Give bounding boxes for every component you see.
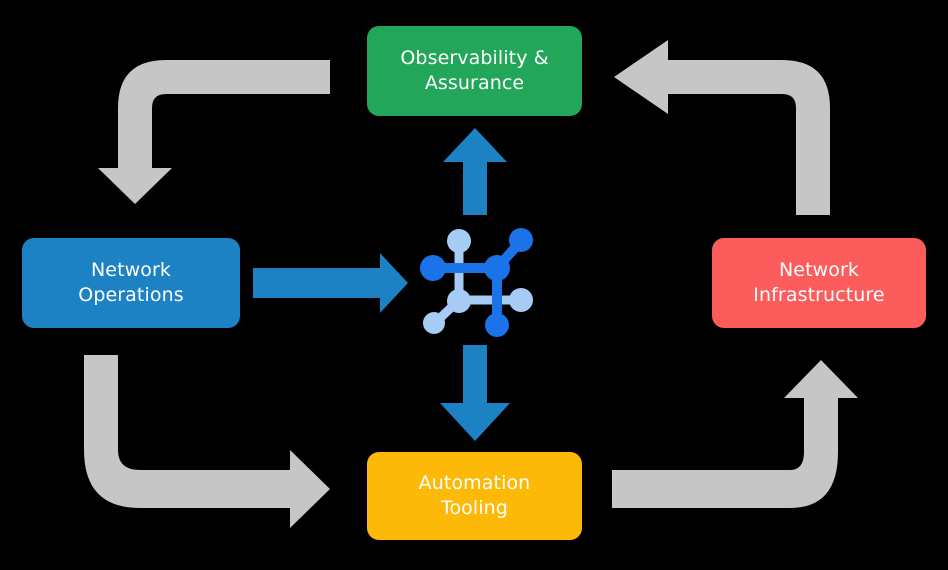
node-label-automation-tooling: Automation Tooling (418, 471, 531, 519)
node-label-network-infrastructure: Network Infrastructure (753, 258, 885, 306)
arrow-netops-to-center (253, 253, 408, 313)
node-label-observability: Observability & Assurance (400, 46, 549, 94)
node-label-network-operations: Network Operations (78, 258, 184, 306)
arrow-netops-to-automation (84, 355, 330, 528)
arrow-center-to-observability (443, 128, 507, 215)
arrow-netinfra-to-observability (614, 40, 830, 215)
arrow-observability-to-netops (98, 60, 330, 204)
node-network-infrastructure[interactable]: Network Infrastructure (712, 238, 926, 328)
node-network-operations[interactable]: Network Operations (22, 238, 240, 328)
arrow-center-to-automation (440, 345, 510, 441)
arrow-automation-to-netinfra (612, 360, 858, 508)
node-automation-tooling[interactable]: Automation Tooling (367, 452, 582, 540)
node-observability-assurance[interactable]: Observability & Assurance (367, 26, 582, 116)
